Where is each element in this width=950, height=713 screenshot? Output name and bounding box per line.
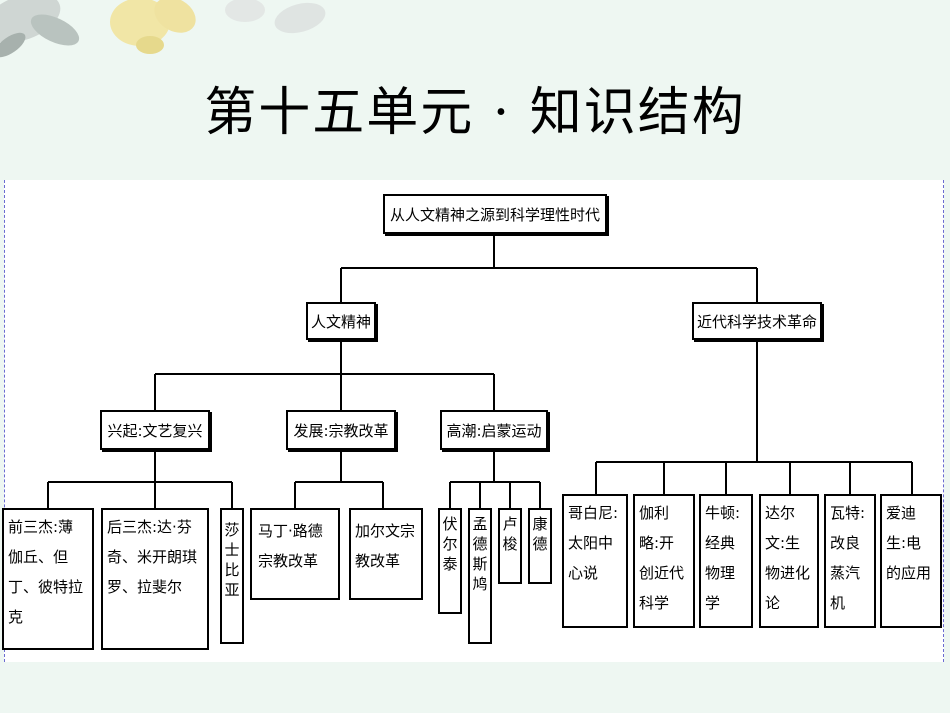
voltaire-box: 伏尔泰 xyxy=(438,508,462,614)
science-revolution-node: 近代科学技术革命 xyxy=(692,302,822,340)
calvin-reformation-box: 加尔文宗教改革 xyxy=(349,508,423,600)
edison-box: 爱迪生:电的应用 xyxy=(880,494,942,628)
root-node: 从人文精神之源到科学理性时代 xyxy=(383,194,607,234)
page-title: 第十五单元 · 知识结构 xyxy=(204,83,746,143)
galileo-box: 伽利略:开创近代科学 xyxy=(633,494,695,628)
darwin-box: 达尔文:生物进化论 xyxy=(759,494,819,628)
flower-decoration xyxy=(0,0,326,58)
kant-box: 康德 xyxy=(528,508,552,584)
montesquieu-box: 孟德斯鸠 xyxy=(468,508,492,644)
enlightenment-node: 高潮:启蒙运动 xyxy=(440,410,548,450)
shakespeare-box: 莎士比亚 xyxy=(220,508,244,644)
luther-reformation-box: 马丁·路德宗教改革 xyxy=(250,508,340,600)
watt-box: 瓦特:改良蒸汽机 xyxy=(824,494,876,628)
early-three-masters-box: 前三杰:薄伽丘、但丁、彼特拉克 xyxy=(2,508,94,650)
newton-box: 牛顿:经典物理学 xyxy=(699,494,753,628)
copernicus-box: 哥白尼:太阳中心说 xyxy=(562,494,628,628)
rousseau-box: 卢梭 xyxy=(498,508,522,584)
renaissance-node: 兴起:文艺复兴 xyxy=(100,410,210,450)
late-three-masters-box: 后三杰:达·芬奇、米开朗琪罗、拉斐尔 xyxy=(101,508,209,650)
humanism-node: 人文精神 xyxy=(306,302,376,340)
reformation-node: 发展:宗教改革 xyxy=(286,410,396,450)
